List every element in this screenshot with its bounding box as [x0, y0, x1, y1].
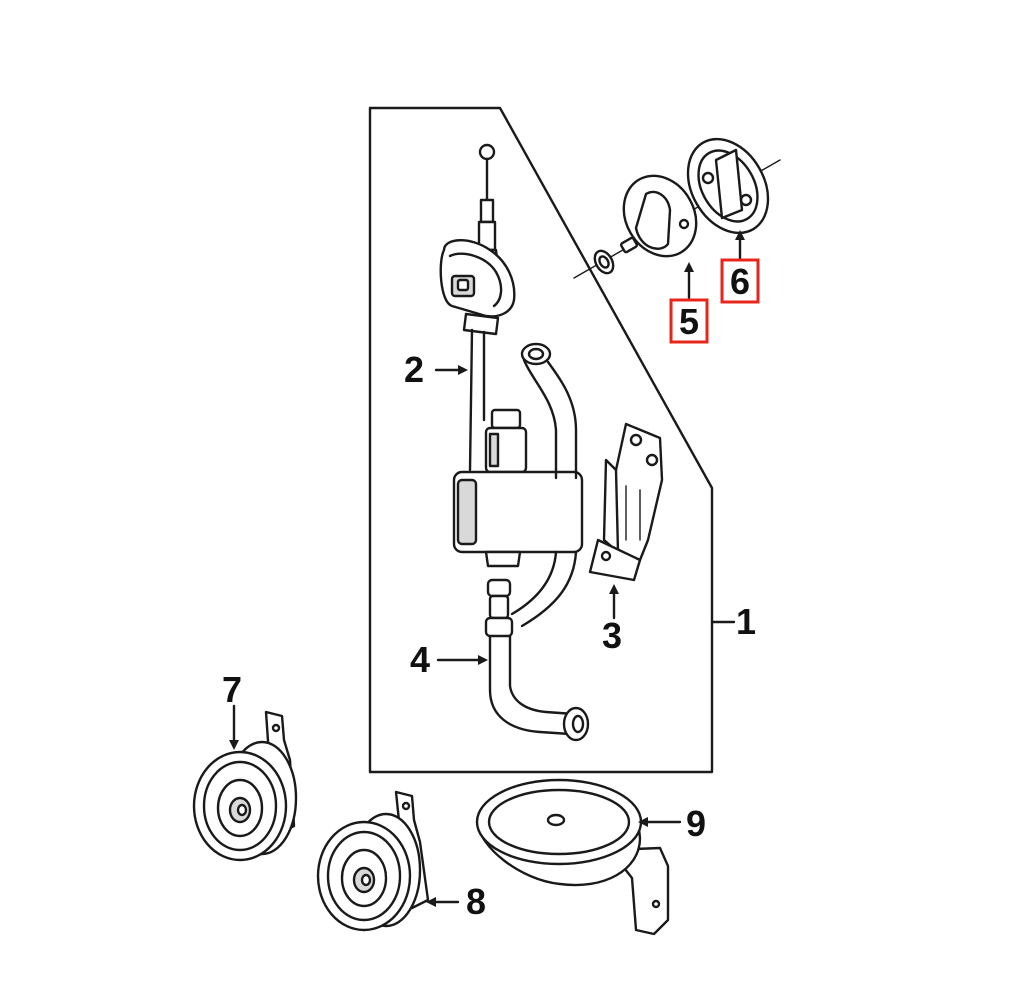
callout-3[interactable]: 3 [602, 615, 622, 656]
drain-hose-upper [510, 342, 578, 628]
callout-7[interactable]: 7 [222, 669, 242, 710]
callout-6[interactable]: 6 [730, 261, 750, 302]
horn-part-8 [316, 790, 430, 932]
horn-part-9 [475, 778, 670, 936]
callout-4[interactable]: 4 [410, 639, 430, 680]
antenna-motor-body [452, 408, 584, 568]
horn-part-7 [192, 710, 298, 862]
drain-tube-lower [484, 578, 590, 742]
highlight-box-5 [669, 298, 709, 344]
callout-9[interactable]: 9 [686, 803, 706, 844]
callout-1[interactable]: 1 [736, 601, 756, 642]
antenna-base-bezel [439, 239, 516, 336]
antenna-gasket-part-6 [686, 137, 770, 235]
mounting-bracket [588, 422, 664, 582]
highlight-box-6 [720, 258, 760, 304]
assembly-group-outline [368, 106, 714, 774]
callout-2[interactable]: 2 [404, 349, 424, 390]
callout-5[interactable]: 5 [679, 301, 699, 342]
antenna-adapter-part-5 [573, 159, 781, 279]
callout-8[interactable]: 8 [466, 881, 486, 922]
antenna-cable [468, 328, 486, 472]
callout-leaders [229, 230, 745, 907]
